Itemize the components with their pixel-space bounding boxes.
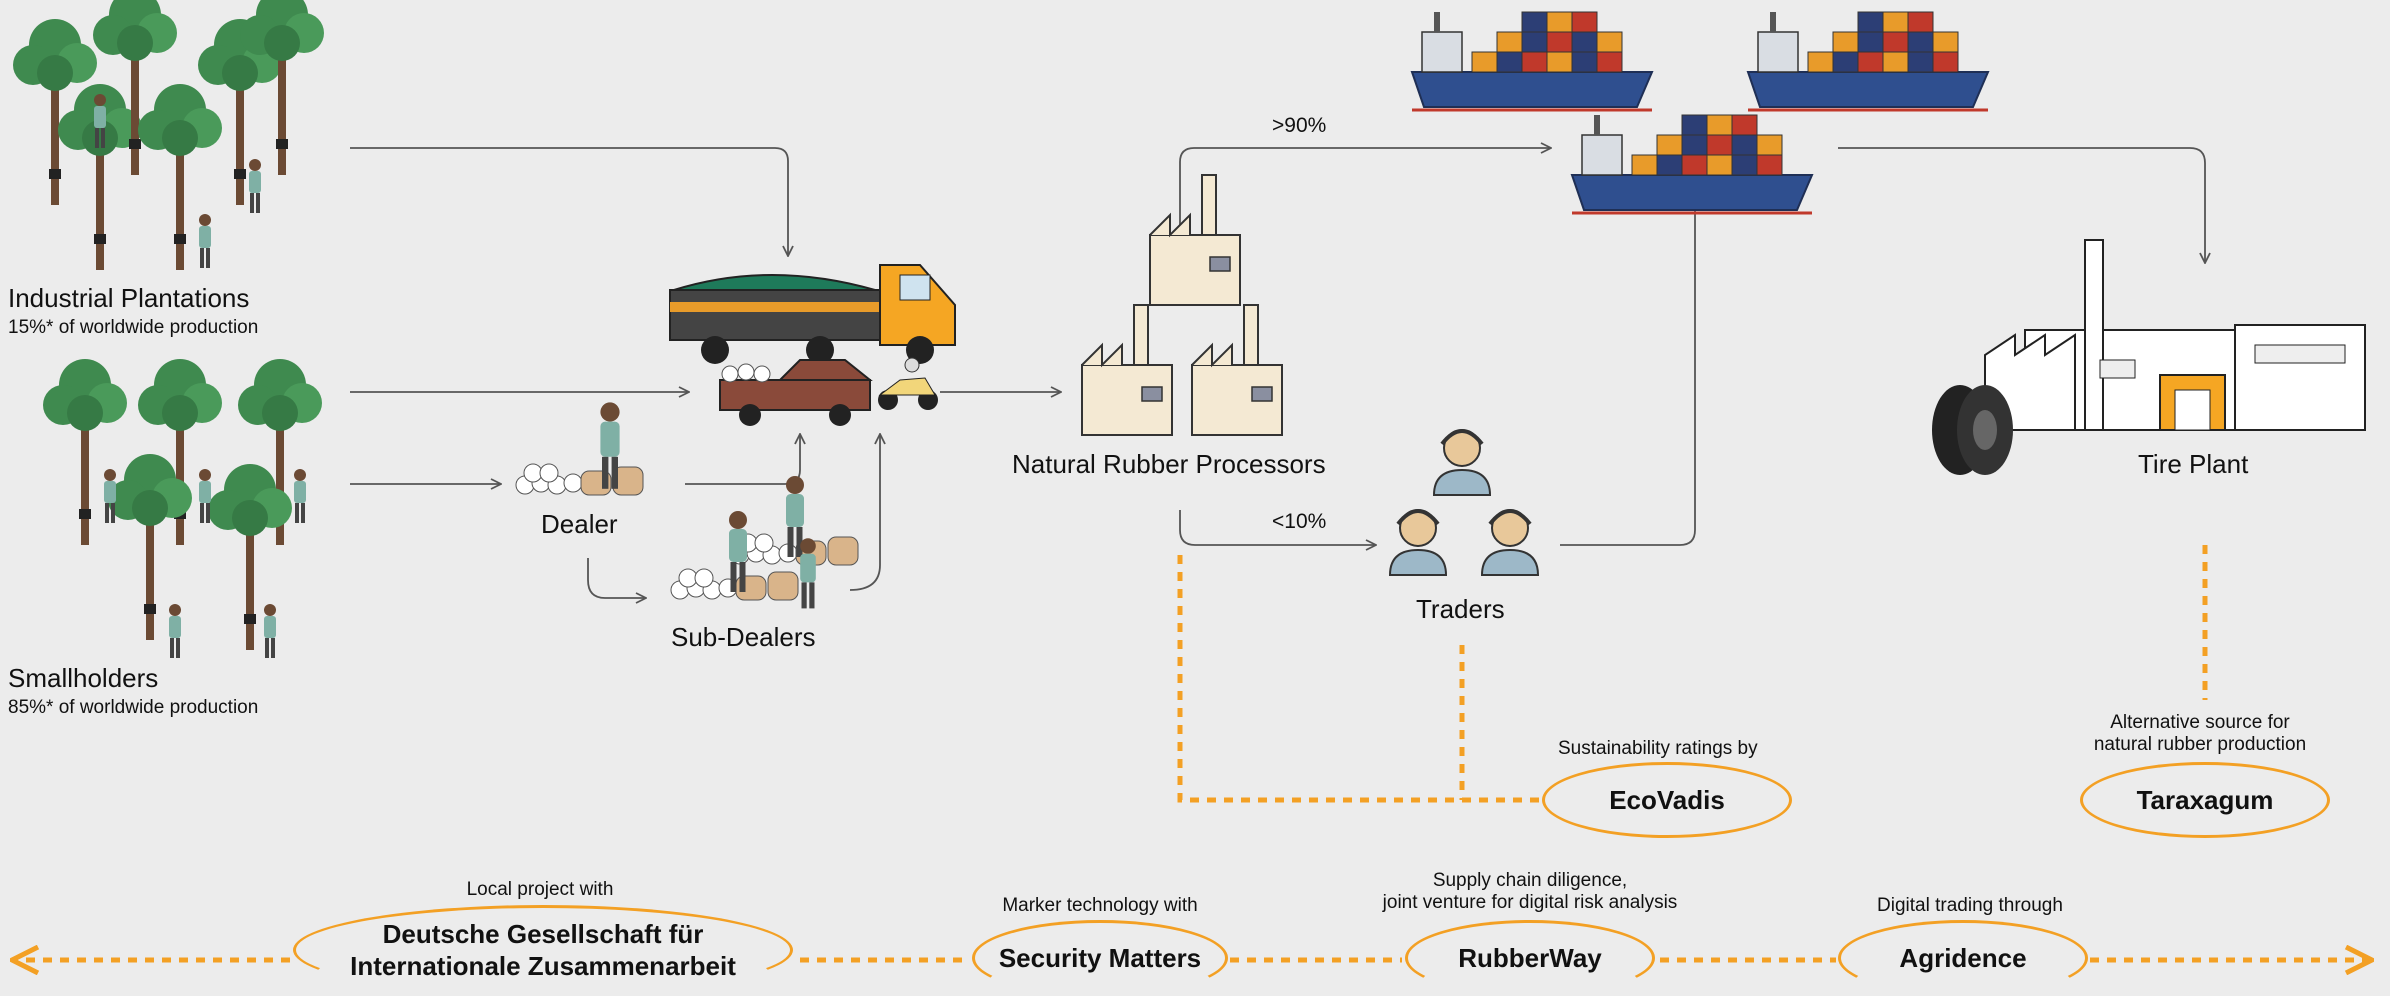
industrial-plantation-tree-icons: [13, 0, 324, 270]
security-caption: Marker technology with: [1002, 895, 1198, 916]
agridence-caption: Digital trading through: [1877, 895, 2063, 916]
dealer-label: Dealer: [541, 509, 618, 539]
agridence-name: Agridence: [1899, 942, 2027, 973]
rubberway-caption-line2: joint venture for digital risk analysis: [1382, 892, 1678, 913]
rubberway-caption-line1: Supply chain diligence,: [1432, 870, 1628, 891]
rubberway-caption: Supply chain diligence, joint venture fo…: [1330, 870, 1730, 914]
subdealers-label: Sub-Dealers: [671, 622, 816, 652]
arrow-processors-to-ship: [1179, 148, 1550, 230]
giz-name-line1: Deutsche Gesellschaft für: [382, 918, 704, 949]
tire-plant-label: Tire Plant: [2138, 449, 2249, 479]
giz-name-line2: Internationale Zusammenarbeit: [350, 951, 736, 981]
giz-badge: Deutsche Gesellschaft für Internationale…: [293, 905, 793, 995]
smallholders-title: Smallholders: [8, 663, 159, 693]
rubberway-name: RubberWay: [1458, 942, 1602, 973]
flow-share-low: <10%: [1272, 510, 1327, 533]
smallholder-tree-icons: [43, 359, 322, 658]
taraxagum-badge: Taraxagum: [2080, 762, 2330, 838]
truck-icon: [669, 264, 956, 364]
industrial-plantations-share: 15%* of worldwide production: [8, 317, 259, 338]
security-matters-name: Security Matters: [998, 942, 1202, 973]
ship-icons: [1410, 10, 1990, 215]
arrow-subdealers-to-truck: [849, 435, 880, 591]
tire-icon: [1932, 385, 2013, 475]
industrial-plantations-title: Industrial Plantations: [8, 283, 250, 313]
taraxagum-caption-line2: natural rubber production: [2093, 734, 2307, 755]
ecovadis-name: EcoVadis: [1609, 784, 1725, 815]
dealer-icon: [515, 402, 644, 496]
pickup-icon: [719, 357, 938, 426]
arrow-industrial-to-truck: [350, 147, 788, 255]
factory-icons: [1081, 174, 1283, 436]
dotted-processors-to-ecovadis: [1177, 555, 1540, 803]
headset-person-icons: [1388, 428, 1540, 577]
traders-label: Traders: [1416, 594, 1505, 624]
tire-plant-icon: [1932, 239, 2366, 475]
arrow-dealer-to-subdealers: [587, 558, 645, 598]
ecovadis-caption: Sustainability ratings by: [1558, 738, 1758, 759]
subdealers-icon: [670, 476, 859, 609]
giz-caption: Local project with: [466, 879, 614, 900]
ecovadis-badge: EcoVadis: [1542, 762, 1792, 838]
security-matters-badge: Security Matters: [972, 920, 1228, 996]
taraxagum-caption-line1: Alternative source for: [2110, 712, 2290, 733]
rubberway-badge: RubberWay: [1405, 920, 1655, 996]
taraxagum-name: Taraxagum: [2136, 784, 2274, 815]
arrow-processors-to-traders: [1179, 510, 1375, 545]
agridence-badge: Agridence: [1838, 920, 2088, 996]
processors-label: Natural Rubber Processors: [1012, 449, 1326, 479]
arrow-traders-to-ship: [1560, 195, 1695, 546]
arrow-ship-to-tireplant: [1838, 147, 2205, 262]
taraxagum-caption: Alternative source for natural rubber pr…: [2060, 712, 2340, 756]
smallholders-share: 85%* of worldwide production: [8, 697, 259, 718]
flow-share-high: >90%: [1272, 114, 1327, 137]
